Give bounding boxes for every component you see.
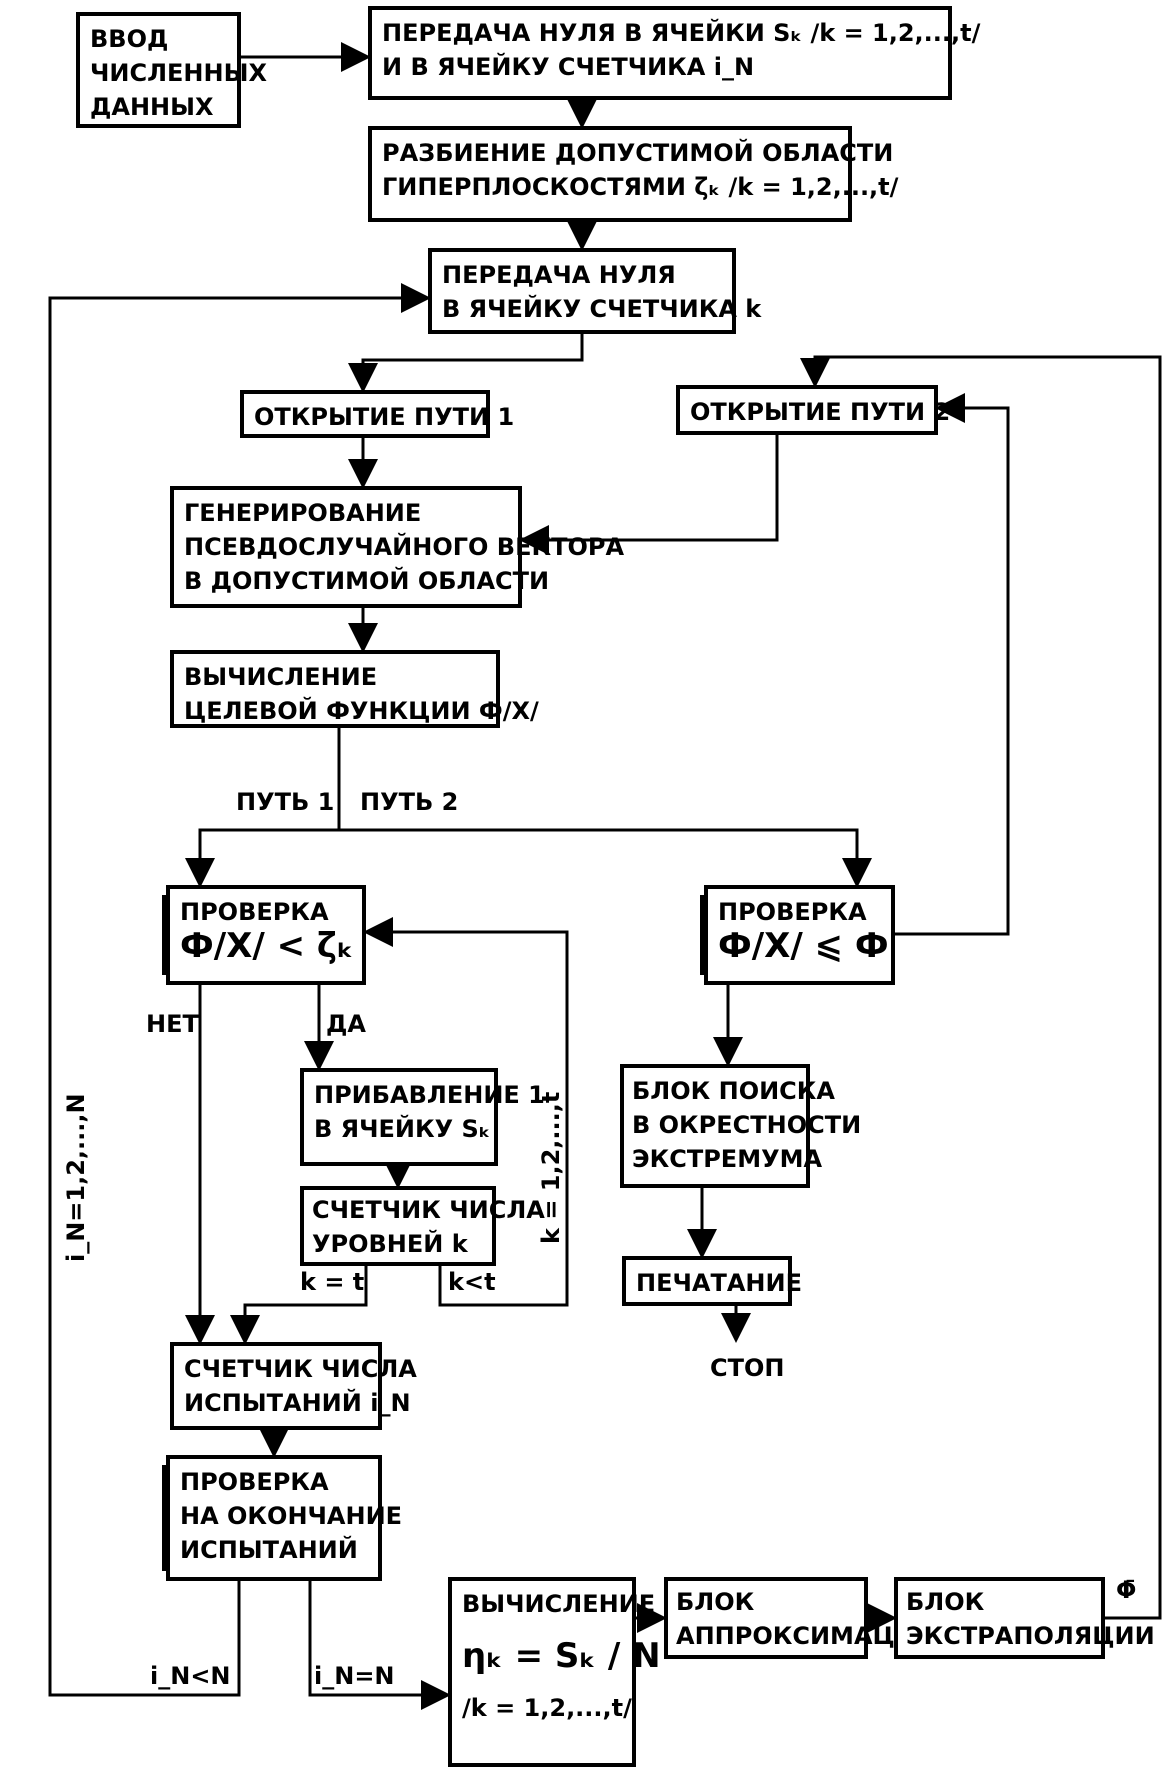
generate-vector-box: ГЕНЕРИРОВАНИЕ ПСЕВДОСЛУЧАЙНОГО ВЕКТОРА В… [170,486,625,608]
input-data-box: ВВОД ЧИСЛЕННЫХ ДАННЫХ [76,12,267,128]
end-check-line-3: ИСПЫТАНИЙ [180,1536,358,1564]
objective-line-1: ВЫЧИСЛЕНИЕ [184,663,378,691]
level-counter-box: СЧЕТЧИК ЧИСЛА УРОВНЕЙ k [300,1186,545,1266]
search-block-box: БЛОК ПОИСКА В ОКРЕСТНОСТИ ЭКСТРЕМУМА [620,1064,862,1188]
eta-line-2: ηₖ = Sₖ / N [462,1636,661,1676]
end-check-line-2: НА ОКОНЧАНИЕ [180,1502,403,1530]
arrow-extrap-to-path2 [800,355,1162,1620]
check1-box: ПРОВЕРКА Ф/X/ < ζₖ [166,885,366,985]
approx-line-2: АППРОКСИМАЦИИ [676,1622,935,1650]
zero-k-line-2: В ЯЧЕЙКУ СЧЕТЧИКА k [442,295,762,323]
partition-box: РАЗБИЕНИЕ ДОПУСТИМОЙ ОБЛАСТИ ГИПЕРПЛОСКО… [368,126,899,222]
label-no: НЕТ [146,1010,199,1038]
approximation-box: БЛОК АППРОКСИМАЦИИ [664,1577,935,1659]
trial-counter-line-1: СЧЕТЧИК ЧИСЛА [184,1355,417,1383]
add-one-line-2: В ЯЧЕЙКУ Sₖ [314,1115,491,1143]
extrap-line-2: ЭКСТРАПОЛЯЦИИ [906,1622,1155,1650]
objective-function-box: ВЫЧИСЛЕНИЕ ЦЕЛЕВОЙ ФУНКЦИИ Ф/X/ [170,650,539,728]
label-in-range: i_N=1,2,...,N [62,1093,90,1262]
check1-line-1: ПРОВЕРКА [180,898,329,926]
objective-line-2: ЦЕЛЕВОЙ ФУНКЦИИ Ф/X/ [184,697,539,725]
end-check-box: ПРОВЕРКА НА ОКОНЧАНИЕ ИСПЫТАНИЙ [166,1455,403,1581]
open-path2-box: ОТКРЫТИЕ ПУТИ 2 [676,385,951,435]
print-box: ПЕЧАТАНИЕ [622,1256,802,1306]
label-k-lt-t: k<t [448,1268,496,1296]
zero-cells-line-1: ПЕРЕДАЧА НУЛЯ В ЯЧЕЙКИ Sₖ /k = 1,2,...,t… [382,19,981,47]
label-k-range: k = 1,2,...,t [537,1091,565,1244]
check2-box: ПРОВЕРКА Ф/X/ ⩽ Ф [704,885,895,985]
arrow-path2-to-generate [519,434,779,555]
arrow-to-check1 [185,828,339,888]
arrow-level-to-trials [230,1264,368,1345]
arrow-to-check2 [339,828,872,888]
label-k-eq-t: k = t [300,1268,365,1296]
open-path1-text: ОТКРЫТИЕ ПУТИ 1 [254,403,515,431]
arrow-zerok-to-path1 [348,333,584,393]
check2-line-1: ПРОВЕРКА [718,898,867,926]
label-path2: ПУТЬ 2 [360,788,459,816]
trial-counter-line-2: ИСПЫТАНИЙ i_N [184,1389,411,1417]
trial-counter-box: СЧЕТЧИК ЧИСЛА ИСПЫТАНИЙ i_N [170,1342,417,1430]
zero-cells-box: ПЕРЕДАЧА НУЛЯ В ЯЧЕЙКИ Sₖ /k = 1,2,...,t… [368,6,981,100]
print-text: ПЕЧАТАНИЕ [636,1269,802,1297]
label-phi-bar: Φ̄ [1116,1576,1137,1604]
open-path1-box: ОТКРЫТИЕ ПУТИ 1 [240,390,515,438]
arrow-endcheck-loop [48,283,431,1697]
eta-line-1: ВЫЧИСЛЕНИЕ [462,1590,656,1618]
label-in-lt-n: i_N<N [150,1662,231,1690]
end-check-line-1: ПРОВЕРКА [180,1468,329,1496]
generate-line-1: ГЕНЕРИРОВАНИЕ [184,499,422,527]
extrapolation-box: БЛОК ЭКСТРАПОЛЯЦИИ [894,1577,1155,1659]
arrow-level-loop [363,917,569,1307]
check1-line-2: Ф/X/ < ζₖ [180,926,354,966]
search-line-1: БЛОК ПОИСКА [632,1077,835,1105]
check2-line-2: Ф/X/ ⩽ Ф [718,926,889,966]
label-yes: ДА [326,1010,366,1038]
partition-line-2: ГИПЕРПЛОСКОСТЯМИ ζₖ /k = 1,2,...,t/ [382,173,899,201]
approx-line-1: БЛОК [676,1588,755,1616]
input-line-3: ДАННЫХ [90,93,214,121]
search-line-3: ЭКСТРЕМУМА [632,1145,823,1173]
zero-cells-line-2: И В ЯЧЕЙКУ СЧЕТЧИКА i_N [382,53,755,81]
open-path2-text: ОТКРЫТИЕ ПУТИ 2 [690,398,951,426]
generate-line-3: В ДОПУСТИМОЙ ОБЛАСТИ [184,567,550,595]
partition-line-1: РАЗБИЕНИЕ ДОПУСТИМОЙ ОБЛАСТИ [382,139,894,167]
input-line-1: ВВОД [90,25,169,53]
label-path1: ПУТЬ 1 [236,788,335,816]
zero-k-line-1: ПЕРЕДАЧА НУЛЯ [442,261,676,289]
extrap-line-1: БЛОК [906,1588,985,1616]
arrow-check2-to-path2 [895,393,1010,936]
level-counter-line-2: УРОВНЕЙ k [312,1230,468,1258]
label-in-eq-n: i_N=N [314,1662,395,1690]
label-stop: СТОП [710,1354,785,1382]
add-one-box: ПРИБАВЛЕНИЕ 1 В ЯЧЕЙКУ Sₖ [300,1068,545,1166]
generate-line-2: ПСЕВДОСЛУЧАЙНОГО ВЕКТОРА [184,533,625,561]
eta-line-3: /k = 1,2,...,t/ [462,1694,632,1722]
level-counter-line-1: СЧЕТЧИК ЧИСЛА [312,1196,545,1224]
zero-k-box: ПЕРЕДАЧА НУЛЯ В ЯЧЕЙКУ СЧЕТЧИКА k [428,248,762,334]
input-line-2: ЧИСЛЕННЫХ [90,59,267,87]
add-one-line-1: ПРИБАВЛЕНИЕ 1 [314,1081,545,1109]
arrow-endcheck-to-eta [308,1580,451,1710]
search-line-2: В ОКРЕСТНОСТИ [632,1111,862,1139]
eta-box: ВЫЧИСЛЕНИЕ ηₖ = Sₖ / N /k = 1,2,...,t/ [448,1577,661,1767]
